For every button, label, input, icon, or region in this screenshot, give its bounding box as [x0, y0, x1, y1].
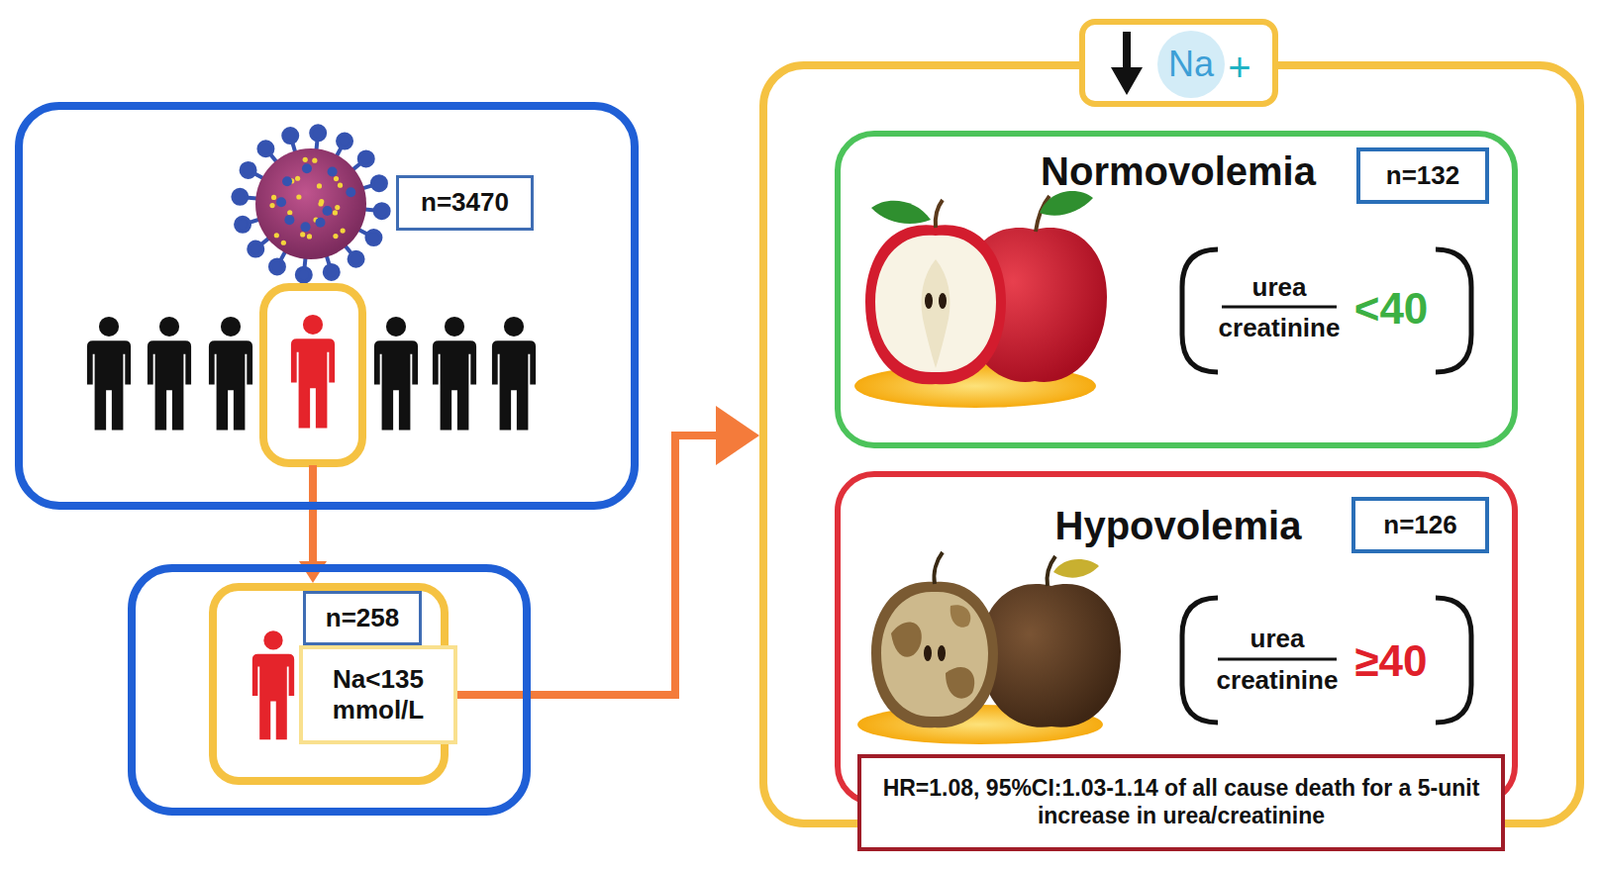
fresh-apple [854, 191, 1107, 408]
count-box: n=258 [302, 591, 422, 646]
virus-icon [232, 125, 389, 282]
highlight-frame [263, 287, 363, 464]
node-label: Na<135 mmol/L [310, 664, 446, 726]
node-text: urea [1252, 274, 1307, 300]
subgroup-panel: n=258Na<135 mmol/L [127, 564, 531, 816]
node-label: n=3470 [420, 187, 509, 218]
cohort-panel: n=3470 [14, 101, 639, 510]
rotten-apple [857, 552, 1121, 745]
arrow-stub [308, 465, 317, 507]
node-label: Normovolemia [1040, 151, 1316, 192]
down-arrow [1106, 27, 1147, 98]
node-text: <40 [1354, 287, 1429, 331]
node-label: Na [1168, 46, 1214, 83]
patient-figure [291, 314, 335, 429]
node-label: n=132 [1386, 160, 1460, 192]
result-box: HR=1.08, 95%CI:1.03-1.14 of all cause de… [857, 754, 1505, 852]
node-label: n=126 [1383, 509, 1457, 541]
hyponatremia-frame: n=258Na<135 mmol/L [208, 583, 449, 786]
node-text: urea [1250, 625, 1305, 652]
outcome-panel: Na+Normovolemiaureacreatinine<40n=132Hyp… [759, 61, 1585, 828]
sodium-circle [1157, 30, 1225, 99]
normovolemia-box: Normovolemia urea creatinine <40 n=132 [834, 130, 1518, 449]
node-label: Hypovolemia [1055, 505, 1302, 546]
node-label: HR=1.08, 95%CI:1.03-1.14 of all cause de… [869, 775, 1494, 830]
patient-figure [252, 630, 295, 740]
flow-arrow [457, 405, 760, 696]
fraction-bar [1217, 306, 1337, 660]
node-label: n=258 [325, 602, 400, 634]
node-text: creatinine [1216, 667, 1339, 694]
node-text: + [1227, 47, 1251, 88]
node-text: ≥40 [1354, 639, 1427, 684]
count-box: n=132 [1356, 147, 1490, 204]
criterion-box: Na<135 mmol/L [299, 645, 458, 745]
count-box: n=3470 [396, 175, 534, 231]
count-box: n=126 [1351, 497, 1490, 554]
bracket [1182, 249, 1472, 723]
sodium-tab: Na + [1079, 18, 1279, 107]
node-text: creatinine [1218, 314, 1341, 341]
